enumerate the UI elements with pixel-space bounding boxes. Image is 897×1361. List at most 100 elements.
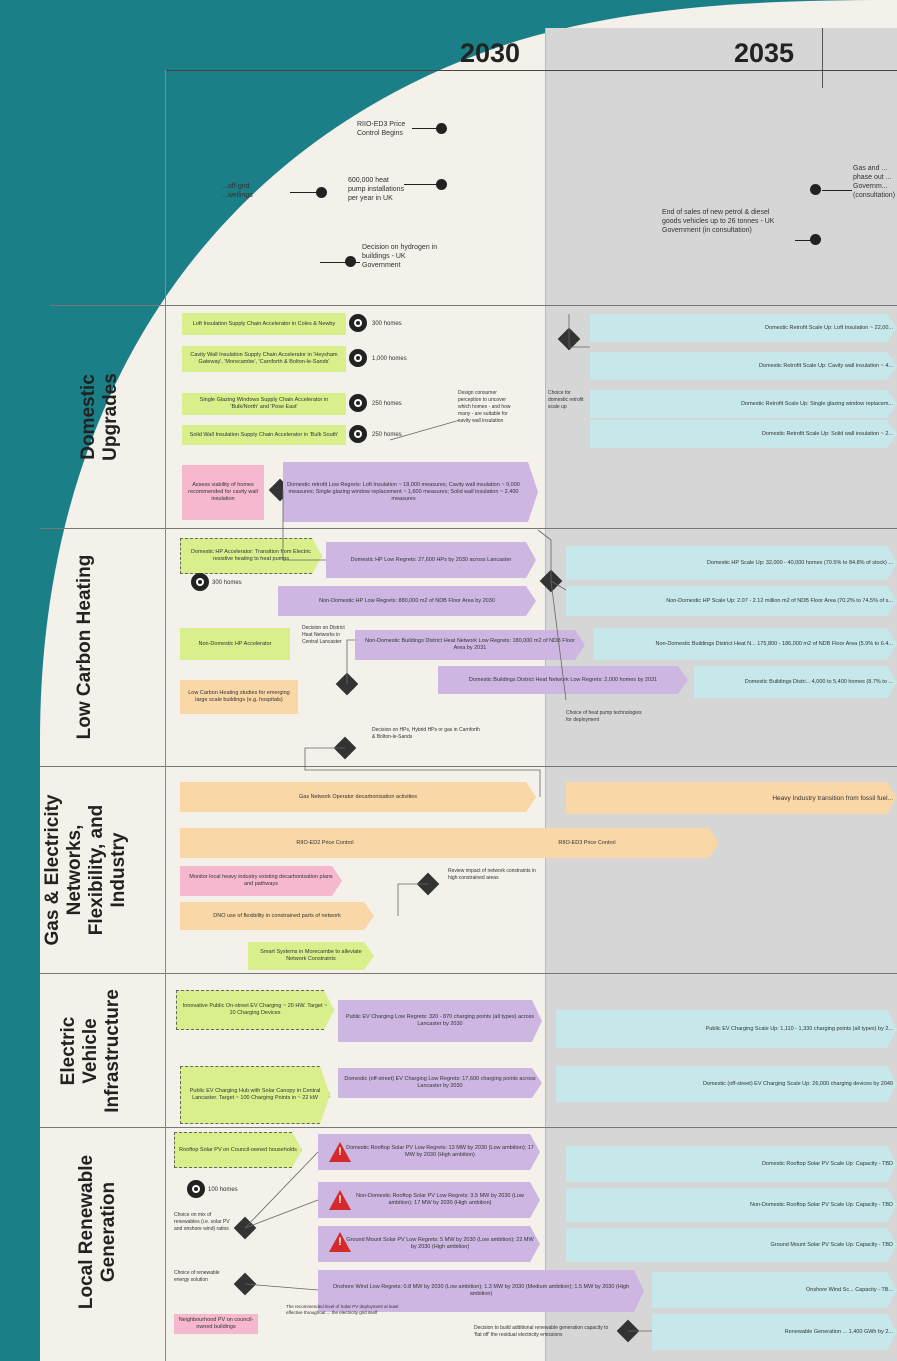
domestic-scale-up-cavity: Domestic Retrofit Scale Up: Cavity wall … (590, 352, 897, 380)
innovative-ev-charging: Innovative Public On-street EV Charging … (176, 990, 334, 1030)
nondomestic-rooftop-low-regrets: Non-Domestic Rooftop Solar PV Low Regret… (318, 1182, 540, 1218)
lane-divider (40, 766, 897, 767)
domestic-district-heat-low-regrets: Domestic Buildings District Heat Network… (438, 666, 688, 694)
target-icon (349, 425, 367, 443)
domestic-scale-up-glazing: Domestic Retrofit Scale Up: Single glazi… (590, 390, 897, 418)
warning-icon (329, 1190, 351, 1210)
lane-label-divider (165, 70, 166, 1361)
milestone-connector (822, 190, 852, 191)
renewable-solution-choice: Choice of renewable energy solution (174, 1270, 220, 1283)
dno-flexibility: DNO use of flexibility in constrained pa… (180, 902, 374, 930)
milestone-dot (810, 234, 821, 245)
nondomestic-hp-accelerator: Non-Domestic HP Accelerator (180, 628, 290, 660)
domestic-district-heat-scale-up: Domestic Buildings Distri... 4,000 to 5,… (694, 666, 897, 698)
heavy-industry-transition: Heavy Industry transition from fossil fu… (566, 782, 897, 814)
milestone-heat-pump-installations: 600,000 heat pump installations per year… (348, 177, 405, 202)
target-icon (349, 349, 367, 367)
nondomestic-rooftop-scale-up: Non-Domestic Rooftop Solar PV Scale Up: … (566, 1188, 897, 1222)
ground-mount-scale-up: Ground Mount Solar PV Scale Up: Capacity… (566, 1228, 897, 1262)
heat-pump-tech-choice: Choice of heat pump technologies for dep… (566, 710, 642, 723)
review-network-constraints: Review impact of network constraints in … (448, 868, 536, 881)
warning-icon (329, 1232, 351, 1252)
year-tick-2035 (822, 28, 823, 88)
neighbourhood-pv: Neighbourhood PV on council-owned buildi… (174, 1314, 258, 1334)
hp-accelerator-target: 300 homes (212, 580, 242, 586)
milestone-dot (810, 184, 821, 195)
solid-target: 250 homes (372, 432, 402, 438)
loft-insulation-accelerator: Loft Insulation Supply Chain Accelerator… (182, 313, 346, 335)
retrofit-scale-choice: Choice for domestic retrofit scale up (548, 390, 584, 410)
public-ev-scale-up: Public EV Charging Scale Up: 1,110 - 1,3… (556, 1010, 897, 1048)
domestic-ev-low-regrets: Domestic (off-street) EV Charging Low Re… (338, 1068, 542, 1098)
milestone-connector (290, 192, 320, 193)
smart-systems-morecambe: Smart Systems in Morecambe to alleviate … (248, 942, 374, 970)
domestic-hp-accelerator: Domestic HP Accelerator: Transition from… (180, 538, 322, 574)
domestic-scale-up-solid: Domestic Retrofit Scale Up: Solid wall i… (590, 420, 897, 448)
milestone-off-grid: ...off-grid ...wellings (222, 183, 253, 199)
milestone-dot (345, 256, 356, 267)
target-icon (187, 1180, 205, 1198)
cavity-target: 1,000 homes (372, 356, 407, 362)
glazing-target: 250 homes (372, 401, 402, 407)
period-divider (545, 28, 546, 1361)
single-glazing-accelerator: Single Glazing Windows Supply Chain Acce… (182, 393, 346, 415)
warning-exclamation: ! (338, 1194, 342, 1206)
renewables-mix-choice: Choice on mix of renewables (i.e. solar … (174, 1212, 230, 1232)
solid-wall-accelerator: Solid Wall Insulation Supply Chain Accel… (182, 425, 346, 445)
solar-footnote: The recommended level of Solar PV deploy… (286, 1304, 399, 1315)
riio-ed2-price-control: RIIO-ED2 Price Control (180, 828, 470, 858)
milestone-riio-ed3: RIIO-ED3 Price Control Begins (357, 121, 406, 137)
domestic-rooftop-low-regrets: Domestic Rooftop Solar PV Low Regrets: 1… (318, 1134, 540, 1170)
milestone-dot (316, 187, 327, 198)
milestone-gas-phase-out: Gas and ... phase out ... Governm... (co… (853, 165, 896, 199)
onshore-wind-low-regrets: Onshore Wind Low Regrets: 0.8 MW by 2030… (318, 1270, 644, 1312)
rooftop-solar-council: Rooftop Solar PV on Council-owned househ… (174, 1132, 302, 1168)
ground-mount-low-regrets: Ground Mount Solar PV Low Regrets: 5 MW … (318, 1226, 540, 1262)
milestone-dot (436, 179, 447, 190)
domestic-ev-scale-up: Domestic (off-street) EV Charging Scale … (556, 1066, 897, 1102)
milestone-dot (436, 123, 447, 134)
warning-icon (329, 1142, 351, 1162)
cavity-wall-accelerator: Cavity Wall Insulation Supply Chain Acce… (182, 346, 346, 372)
low-carbon-heating-studies: Low Carbon Heating studies for emerging … (180, 680, 298, 714)
target-icon (191, 573, 209, 591)
lane-divider (40, 528, 897, 529)
target-icon (349, 314, 367, 332)
year-2035-heading: 2035 (734, 38, 795, 68)
design-consumer-note: Design consumer perception to uncover wh… (458, 390, 511, 424)
public-ev-low-regrets: Public EV Charging Low Regrets: 320 - 87… (338, 1000, 542, 1042)
onshore-wind-scale-up: Onshore Wind Sc... Capacity - TB... (652, 1272, 897, 1308)
milestone-connector (412, 128, 440, 129)
nondomestic-hp-low-regrets: Non-Domestic HP Low Regrets: 880,000 m2 … (278, 586, 536, 616)
rooftop-target: 100 homes (208, 1187, 238, 1193)
domestic-hp-low-regrets: Domestic HP Low Regrets: 27,600 HPs by 2… (326, 542, 536, 578)
lane-divider (50, 305, 897, 306)
monitor-heavy-industry: Monitor local heavy industry existing de… (180, 866, 342, 896)
milestone-hydrogen-decision: Decision on hydrogen in buildings - UK G… (362, 244, 438, 269)
lane-divider (40, 973, 897, 974)
renewable-generation-scale-up: Renewable Generation ... 1,400 GWh by 2.… (652, 1314, 897, 1350)
domestic-hp-scale-up: Domestic HP Scale Up: 32,000 - 40,000 ho… (566, 546, 897, 580)
header-rule (165, 70, 897, 71)
assess-cavity-viability: Assess viability of homes recommended fo… (182, 465, 264, 520)
gas-network-decarbonisation: Gas Network Operator decarbonisation act… (180, 782, 536, 812)
milestone-connector (795, 240, 815, 241)
lane-divider (40, 1127, 897, 1128)
loft-target: 300 homes (372, 321, 402, 327)
additional-generation-decision: Decision to build additional renewable g… (474, 1325, 609, 1338)
district-heat-decision: Decision on District Heat Networks in Ce… (302, 625, 345, 645)
domestic-scale-up-loft: Domestic Retrofit Scale Up: Loft Insulat… (590, 314, 897, 342)
year-2030-heading: 2030 (460, 38, 521, 68)
ev-charging-hub: Public EV Charging Hub with Solar Canopy… (180, 1066, 330, 1124)
warning-exclamation: ! (338, 1146, 342, 1158)
warning-exclamation: ! (338, 1236, 342, 1248)
target-icon (349, 394, 367, 412)
domestic-rooftop-scale-up: Domestic Rooftop Solar PV Scale Up: Capa… (566, 1146, 897, 1182)
domestic-retrofit-low-regrets: Domestic retrofit Low Regrets: Loft Insu… (283, 462, 538, 522)
milestone-hgv-sales-end: End of sales of new petrol & diesel good… (662, 209, 775, 234)
riio-ed3-price-control: RIIO-ED3 Price Control (455, 828, 719, 858)
milestone-connector (320, 262, 360, 263)
hybrid-hp-decision: Decision on HPs, Hybrid HPs or gas in Ca… (372, 727, 480, 740)
nondomestic-district-heat-scale-up: Non-Domestic Buildings District Heat N..… (594, 628, 897, 660)
